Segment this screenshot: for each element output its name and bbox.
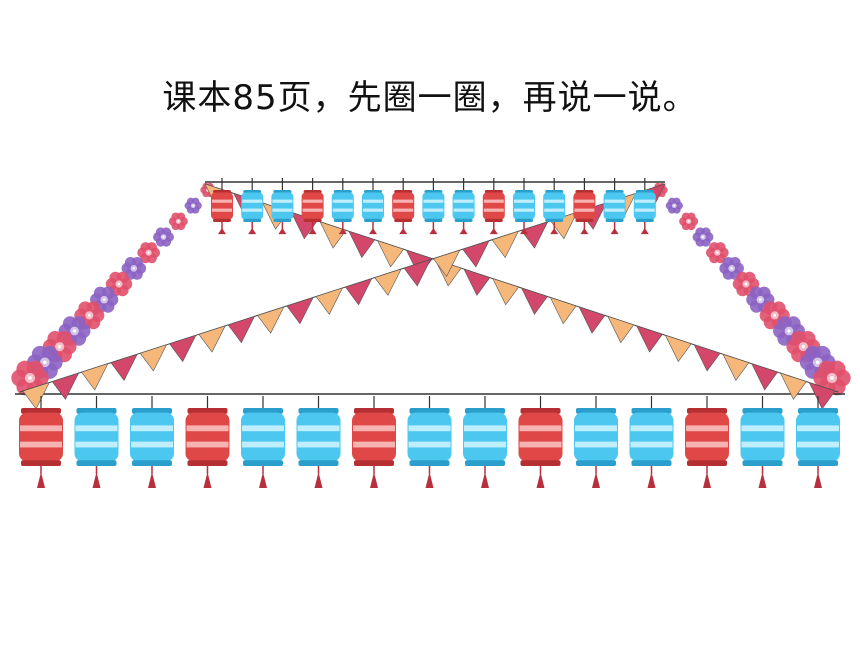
top-lantern-5: [331, 178, 354, 235]
flag: [722, 353, 750, 382]
bottom-lantern-10: [518, 396, 563, 489]
bottom-lantern-6: [296, 396, 341, 489]
flower: [137, 242, 161, 264]
flower: [746, 286, 775, 313]
flag: [463, 268, 491, 296]
top-lantern-8: [422, 178, 445, 235]
top-lantern-6: [362, 178, 384, 235]
flower: [184, 197, 202, 214]
flag: [549, 296, 577, 325]
flower-garland-left: [11, 182, 216, 396]
top-lantern-11: [513, 178, 535, 235]
bottom-lantern-15: [796, 396, 840, 489]
bottom-lantern-8: [407, 396, 452, 489]
top-lantern-3: [271, 178, 294, 235]
flag: [636, 325, 663, 353]
flag: [808, 382, 836, 410]
bottom-lantern-9: [463, 396, 507, 489]
top-lantern-2: [241, 178, 264, 235]
flag: [51, 372, 80, 400]
flag: [693, 344, 721, 372]
top-lantern-10: [482, 178, 505, 235]
flag: [169, 334, 197, 363]
flag: [403, 259, 432, 287]
flower-garland-right: [652, 182, 851, 396]
flag: [374, 268, 402, 296]
flower: [665, 197, 683, 214]
flower: [153, 227, 174, 247]
flag: [492, 278, 520, 306]
flag: [607, 315, 635, 344]
flag: [462, 240, 490, 268]
top-lantern-15: [633, 178, 656, 235]
top-lantern-13: [573, 178, 596, 235]
bottom-lantern-13: [685, 396, 729, 489]
flag: [491, 230, 519, 259]
flag: [664, 334, 692, 363]
flower: [732, 271, 760, 297]
top-lantern-14: [603, 178, 626, 235]
flower: [692, 227, 714, 247]
flower: [90, 286, 119, 313]
bottom-lantern-2: [74, 396, 119, 489]
flower: [705, 242, 729, 264]
bottom-lantern-11: [574, 396, 618, 489]
top-lantern-4: [301, 178, 324, 235]
top-lantern-7: [392, 178, 415, 235]
flag: [315, 287, 344, 315]
flag: [779, 372, 807, 400]
flower: [121, 256, 147, 280]
flag: [377, 240, 405, 268]
bottom-lantern-14: [740, 396, 785, 489]
lantern-row-bottom: [19, 396, 840, 489]
flag: [520, 287, 548, 315]
flag: [286, 296, 314, 325]
flower: [74, 301, 105, 330]
bottom-lantern-4: [185, 396, 230, 489]
flag: [256, 306, 285, 334]
flag: [81, 363, 109, 391]
top-lantern-1: [211, 178, 233, 235]
flag: [344, 278, 373, 306]
lantern-row-top: [211, 178, 656, 235]
bottom-lantern-3: [130, 396, 174, 489]
bottom-lantern-5: [241, 396, 285, 489]
flag: [227, 315, 256, 344]
flag: [139, 344, 168, 372]
flag: [319, 221, 347, 249]
flag: [198, 325, 226, 353]
bottom-lantern-1: [19, 396, 63, 489]
flag: [432, 249, 461, 278]
slide-title: 课本85页，先圈一圈，再说一说。: [162, 78, 698, 118]
top-lantern-9: [452, 178, 475, 235]
lantern-strings: [15, 181, 845, 395]
bottom-lantern-12: [629, 396, 674, 489]
flower: [168, 212, 188, 231]
flag: [110, 353, 138, 382]
flower: [679, 212, 699, 231]
flag: [751, 363, 779, 391]
flag: [22, 382, 50, 410]
flower: [719, 256, 744, 280]
bottom-lantern-7: [352, 396, 396, 489]
top-lantern-12: [543, 178, 566, 235]
flag: [520, 221, 549, 249]
flag: [578, 306, 606, 334]
flag: [348, 230, 376, 259]
